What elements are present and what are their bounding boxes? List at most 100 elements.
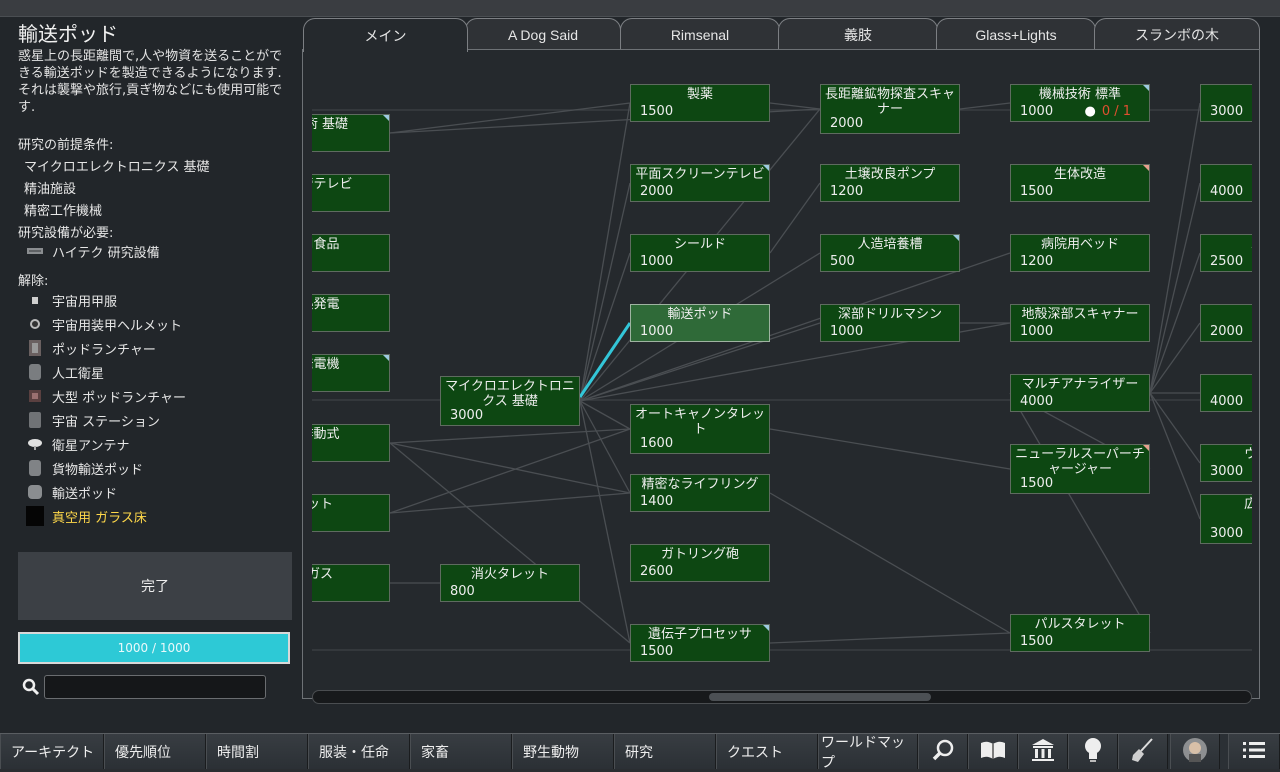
search-input[interactable] — [44, 675, 266, 699]
node-label: ン管テレビ — [312, 177, 353, 192]
research-node-c0b[interactable]: ン管テレビ — [312, 174, 390, 212]
unlock-item[interactable]: 貨物輸送ポッド — [26, 457, 143, 479]
research-node-r2[interactable]: 生4000 — [1200, 164, 1252, 202]
research-node-r5[interactable]: 組4000 — [1200, 374, 1252, 412]
tab-architect[interactable]: アーキテクト — [0, 734, 104, 769]
tab-a-dog-said[interactable]: A Dog Said — [465, 18, 621, 50]
factions-button[interactable] — [1018, 734, 1068, 769]
node-label: 土壌改良ポンプ — [844, 167, 936, 182]
unlock-item[interactable]: 宇宙 ステーション — [26, 409, 160, 431]
research-node-r4[interactable]: 冬眠2000 — [1200, 304, 1252, 342]
unlock-item[interactable]: ポッドランチャー — [26, 337, 156, 359]
colonist-button[interactable] — [1170, 734, 1220, 769]
complete-button[interactable]: 完了 — [18, 552, 292, 620]
unlock-item[interactable]: 宇宙用装甲ヘルメット — [26, 313, 182, 335]
research-node-c0g[interactable]: ット — [312, 494, 390, 532]
node-label: ウランス — [1244, 447, 1252, 462]
research-node-r6[interactable]: ウランス3000 — [1200, 444, 1252, 482]
bench-label: ハイテク 研究設備 — [52, 245, 160, 261]
node-label: 遺伝子プロセッサ — [647, 627, 752, 642]
tab-main[interactable]: メイン — [303, 18, 468, 52]
unlock-item[interactable]: 真空用 ガラス床 — [26, 505, 147, 527]
unlock-label: 輸送ポッド — [52, 486, 118, 502]
apparel-icon — [26, 291, 44, 309]
ideas-button[interactable] — [1068, 734, 1118, 769]
horizontal-scrollbar[interactable] — [312, 690, 1252, 704]
unlock-item[interactable]: 宇宙用甲服 — [26, 289, 117, 311]
menu-button[interactable] — [1228, 734, 1280, 769]
tab-glass-lights[interactable]: Glass+Lights — [936, 18, 1096, 50]
unlock-item[interactable]: 人工衛星 — [26, 361, 104, 383]
research-node-r3[interactable]: バイタ2500 — [1200, 234, 1252, 272]
prerequisite-item[interactable]: 精油施設 — [24, 182, 77, 197]
bench-item[interactable]: ハイテク 研究設備 — [26, 240, 160, 262]
tab-wildlife[interactable]: 野生動物 — [512, 734, 614, 769]
scrollbar-thumb[interactable] — [709, 693, 931, 701]
unlock-item[interactable]: 衛星アンテナ — [26, 433, 129, 455]
tab-priorities[interactable]: 優先順位 — [104, 734, 206, 769]
unlock-label: 宇宙用装甲ヘルメット — [52, 318, 183, 334]
dependency-line — [579, 252, 631, 402]
dependency-line — [1149, 322, 1201, 394]
cleaning-button[interactable] — [1118, 734, 1168, 769]
research-node-c0a[interactable]: 技術 基礎 — [312, 114, 390, 152]
research-tree[interactable]: 技術 基礎ン管テレビ用食品熱発電発電機作動式ットガス マイクロエレクトロニクス 基… — [312, 66, 1252, 686]
research-node-c0f[interactable]: 作動式 — [312, 424, 390, 462]
dependency-line — [1009, 392, 1151, 634]
node-corner-marker — [1143, 85, 1149, 91]
tab-prosthetics[interactable]: 義肢 — [778, 18, 938, 50]
dependency-line — [579, 102, 631, 402]
tab-research[interactable]: 研究 — [614, 734, 716, 769]
dependency-line — [769, 632, 1011, 644]
tab-animals[interactable]: 家畜 — [410, 734, 512, 769]
tab-world-map[interactable]: ワールドマップ — [818, 734, 918, 771]
research-node-c0c[interactable]: 用食品 — [312, 234, 390, 272]
tab-slumbo-tree[interactable]: スランボの木 — [1094, 18, 1260, 50]
pod-launcher-icon — [26, 339, 44, 357]
node-label: 深部ドリルマシン — [837, 307, 942, 322]
node-corner-marker — [1143, 165, 1149, 171]
tab-schedule[interactable]: 時間割 — [206, 734, 308, 769]
tab-assign[interactable]: 服装・任命 — [308, 734, 410, 769]
research-node-r1[interactable]: 機械3000 — [1200, 84, 1252, 122]
research-node-c0e[interactable]: 発電機 — [312, 354, 390, 392]
inspect-button[interactable] — [918, 734, 968, 769]
unlock-item[interactable]: 大型 ポッドランチャー — [26, 385, 186, 407]
tab-quests[interactable]: クエスト — [716, 734, 818, 769]
building-icon — [1030, 738, 1056, 766]
prerequisite-item[interactable]: マイクロエレクトロニクス 基礎 — [24, 160, 210, 175]
node-cost: 4000 — [1210, 184, 1244, 199]
unlock-item[interactable]: 輸送ポッド — [26, 481, 117, 503]
history-button[interactable] — [968, 734, 1018, 769]
research-node-r7[interactable]: 広範囲ロ3000 — [1200, 494, 1252, 544]
research-node-c0d[interactable]: 熱発電 — [312, 294, 390, 332]
research-node-c0h[interactable]: ガス — [312, 564, 390, 602]
unlock-label: 貨物輸送ポッド — [52, 462, 144, 478]
dependency-line — [1149, 102, 1201, 394]
node-label: 作動式 — [312, 427, 340, 442]
tab-rimsenal[interactable]: Rimsenal — [620, 18, 780, 50]
dependency-line — [579, 182, 631, 402]
prerequisite-item[interactable]: 精密工作機械 — [24, 204, 103, 219]
